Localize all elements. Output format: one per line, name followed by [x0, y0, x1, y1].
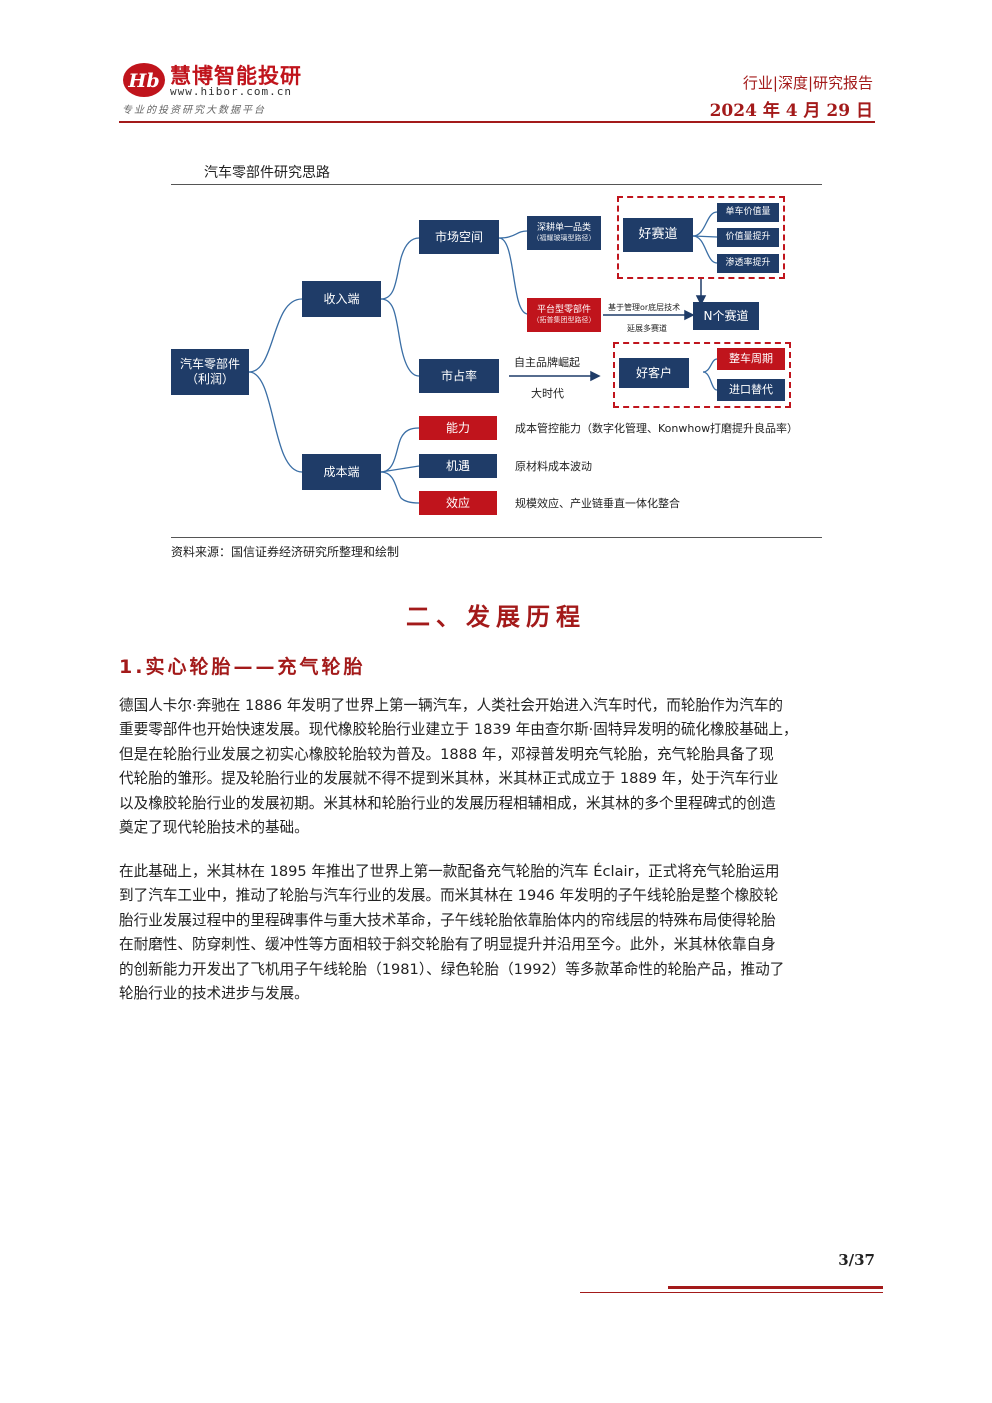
node-auto-parts: 汽车零部件（利润） — [171, 349, 249, 395]
label-ability-desc: 成本管控能力（数字化管理、Konwhow打磨提升良品率） — [515, 422, 799, 435]
node-cost: 成本端 — [302, 454, 381, 490]
node-import-sub: 进口替代 — [717, 379, 785, 401]
label-extend-note: 延展多赛道 — [627, 324, 667, 333]
label-opportunity-desc: 原材料成本波动 — [515, 460, 592, 473]
node-auto-parts-label: 汽车零部件 — [179, 357, 240, 371]
paragraph-line: 的创新能力开发出了飞机用子午线轮胎（1981）、绿色轮胎（1992）等多款革命性… — [119, 960, 785, 978]
node-single-category: 深耕单一品类（福耀玻璃型路径） — [527, 216, 601, 250]
section-heading: 二、发展历程 — [406, 603, 586, 631]
node-market-share: 市占率 — [419, 359, 499, 393]
node-revenue: 收入端 — [302, 281, 381, 317]
label-tech-note: 基于管理or底层技术 — [608, 303, 681, 312]
report-type: 行业|深度|研究报告 — [742, 74, 873, 92]
svg-text:Hb: Hb — [127, 70, 159, 92]
node-vehicle-value: 单车价值量 — [717, 203, 779, 222]
node-single-category-note: （福耀玻璃型路径） — [532, 234, 596, 243]
node-n-tracks: N个赛道 — [693, 302, 759, 330]
figure-bottom-rule — [171, 537, 822, 538]
paragraph-line: 胎行业发展过程中的里程碑事件与重大技术革命，子午线轮胎依靠胎体内的帘线层的特殊布… — [119, 911, 776, 929]
node-penetration: 渗透率提升 — [717, 254, 779, 273]
paragraph-line: 奠定了现代轮胎技术的基础。 — [119, 818, 309, 836]
figure-source: 资料来源：国信证券经济研究所整理和绘制 — [171, 545, 400, 559]
paragraph-line: 到了汽车工业中，推动了轮胎与汽车行业的发展。而米其林在 1946 年发明的子午线… — [119, 887, 779, 905]
paragraph-line: 但是在轮胎行业发展之初实心橡胶轮胎较为普及。1888 年，邓禄普发明充气轮胎，充… — [119, 745, 774, 763]
node-effect: 效应 — [419, 491, 497, 515]
node-ability: 能力 — [419, 416, 497, 440]
logo-url: www.hibor.com.cn — [170, 85, 292, 98]
paragraph-line: 德国人卡尔·奔驰在 1886 年发明了世界上第一辆汽车，人类社会开始进入汽车时代… — [119, 697, 783, 714]
figure-top-rule — [171, 184, 822, 185]
node-platform-label: 平台型零部件 — [536, 305, 591, 316]
paragraph-line: 以及橡胶轮胎行业的发展初期。米其林和轮胎行业的发展历程相辅相成，米其林的多个里程… — [119, 794, 776, 812]
label-self-brand: 自主品牌崛起 — [514, 356, 580, 369]
node-opportunity: 机遇 — [419, 454, 497, 478]
label-big-era: 大时代 — [531, 387, 564, 400]
paragraph-line: 在耐磨性、防穿刺性、缓冲性等方面相较于斜交轮胎有了明显提升并沿用至今。此外，米其… — [119, 936, 776, 954]
node-value-increase: 价值量提升 — [717, 228, 779, 247]
paragraph-2: 在此基础上，米其林在 1895 年推出了世界上第一款配备充气轮胎的汽车 Écla… — [119, 860, 879, 1006]
header-divider — [119, 121, 875, 123]
node-good-track: 好赛道 — [623, 218, 693, 252]
node-vehicle-cycle: 整车周期 — [717, 348, 785, 370]
node-good-customer: 好客户 — [619, 358, 689, 388]
node-single-category-label: 深耕单一品类 — [536, 223, 591, 234]
sub-heading: 1.实心轮胎——充气轮胎 — [119, 656, 366, 678]
label-effect-desc: 规模效应、产业链垂直一体化整合 — [515, 497, 680, 510]
figure-title: 汽车零部件研究思路 — [204, 165, 330, 181]
paragraph-line: 轮胎行业的技术进步与发展。 — [119, 984, 309, 1002]
good-customer-group — [613, 342, 791, 408]
node-auto-parts-sublabel: （利润） — [185, 372, 234, 386]
node-platform: 平台型零部件（拓普集团型路径） — [527, 298, 601, 332]
logo-icon: Hb — [123, 63, 165, 97]
research-framework-diagram: 汽车零部件（利润） 收入端 成本端 市场空间 市占率 深耕单一品类（福耀玻璃型路… — [171, 186, 822, 536]
logo-text: 慧博智能投研 — [170, 64, 302, 88]
footer-rule-thick — [668, 1286, 883, 1289]
footer-rule-thin — [580, 1292, 883, 1293]
logo-slogan: 专业的投资研究大数据平台 — [122, 105, 266, 116]
paragraph-line: 在此基础上，米其林在 1895 年推出了世界上第一款配备充气轮胎的汽车 Écla… — [119, 863, 780, 880]
paragraph-line: 代轮胎的雏形。提及轮胎行业的发展就不得不提到米其林，米其林正式成立于 1889 … — [119, 770, 779, 788]
report-date: 2024 年 4 月 29 日 — [709, 101, 873, 121]
good-track-group — [617, 196, 785, 279]
paragraph-1: 德国人卡尔·奔驰在 1886 年发明了世界上第一辆汽车，人类社会开始进入汽车时代… — [119, 694, 879, 840]
page-number: 3/37 — [838, 1251, 875, 1269]
diagram-connectors — [248, 211, 718, 504]
node-platform-note: （拓普集团型路径） — [532, 316, 596, 325]
paragraph-line: 重要零部件也开始快速发展。现代橡胶轮胎行业建立于 1839 年由查尔斯·固特异发… — [119, 721, 798, 739]
node-market-space: 市场空间 — [419, 220, 499, 254]
